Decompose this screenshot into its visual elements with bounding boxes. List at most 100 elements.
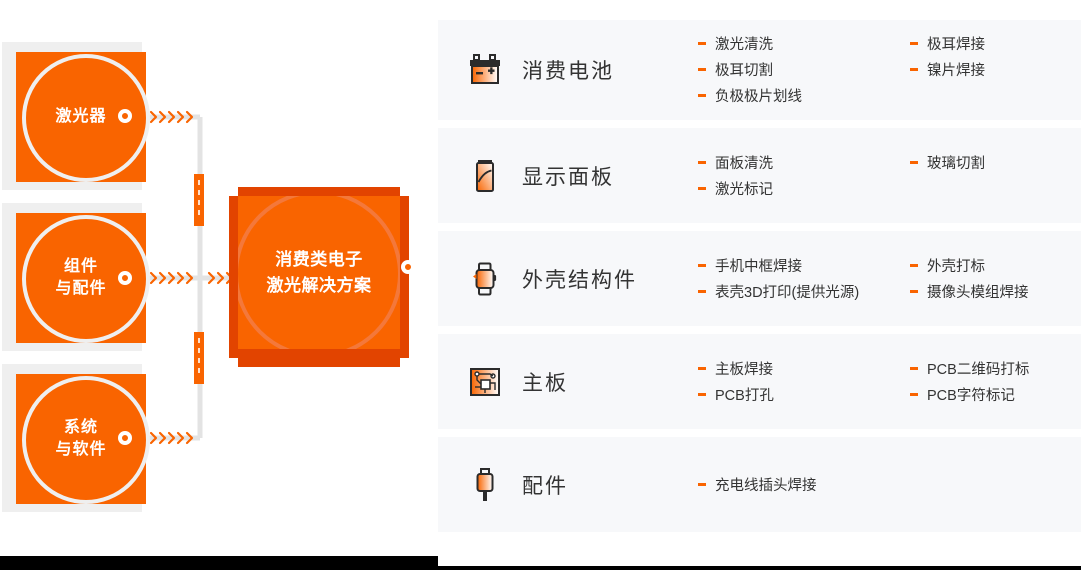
list-item-label: 面板清洗 (715, 155, 773, 172)
hub-circle-outline (238, 196, 400, 349)
list-item: PCB打孔 (698, 383, 910, 409)
bullet-dash-icon (910, 42, 918, 45)
smartwatch-icon (462, 256, 508, 302)
display-panel-icon (462, 153, 508, 199)
bullet-dash-icon (698, 160, 706, 164)
bullet-dash-icon (698, 289, 706, 293)
usb-plug-icon (462, 462, 508, 508)
list-item: 极耳切割 (698, 58, 910, 84)
hub-label: 消费类电子 激光解决方案 (266, 249, 372, 295)
list-item: PCB字符标记 (910, 383, 1081, 409)
bullet-dash-icon (910, 366, 918, 370)
bottom-bar (0, 566, 1081, 570)
list-item-label: 玻璃切割 (927, 155, 985, 172)
row-title: 配件 (522, 474, 568, 498)
row-column-2: PCB二维码打标 PCB字符标记 (910, 357, 1081, 409)
node-systems-label: 系统 与软件 (55, 419, 107, 458)
list-item: 激光清洗 (698, 32, 910, 58)
list-item-label: PCB字符标记 (927, 387, 1015, 404)
list-item-label: PCB打孔 (715, 387, 774, 404)
node-components-connector-dot (118, 271, 132, 285)
node-systems-connector-dot (118, 431, 132, 445)
bullet-dash-icon (698, 366, 706, 370)
list-item: 面板清洗 (698, 151, 910, 177)
list-item-label: 充电线插头焊接 (715, 477, 817, 494)
list-item: PCB二维码打标 (910, 357, 1081, 383)
node-laser-connector-dot (118, 109, 132, 123)
bullet-dash-icon (698, 263, 706, 267)
list-item-label: 摄像头模组焊接 (927, 284, 1029, 301)
list-item-label: 主板焊接 (715, 361, 773, 378)
list-item: 主板焊接 (698, 357, 910, 383)
row-consumer-battery[interactable]: 消费电池 激光清洗 极耳切割 负极极片划线 极耳焊接 镍片焊接 (438, 20, 1081, 120)
bullet-dash-icon (910, 289, 918, 293)
list-item-label: 极耳焊接 (927, 37, 985, 53)
list-item: 极耳焊接 (910, 32, 1081, 58)
row-items: 激光清洗 极耳切割 负极极片划线 极耳焊接 镍片焊接 (698, 30, 1081, 110)
row-display-panel[interactable]: 显示面板 面板清洗 激光标记 玻璃切割 (438, 128, 1081, 223)
battery-icon (462, 47, 508, 93)
bullet-dash-icon (698, 68, 706, 71)
row-title: 主板 (522, 371, 568, 395)
node-systems-ring (22, 376, 150, 504)
hub-connector-dot (401, 260, 415, 274)
row-items: 充电线插头焊接 (698, 471, 1081, 499)
list-item-label: 激光清洗 (715, 37, 773, 53)
row-accessories[interactable]: 配件 充电线插头焊接 (438, 437, 1081, 532)
list-item-label: 表壳3D打印(提供光源) (715, 284, 860, 301)
hub-square: 消费类电子 激光解决方案 (238, 196, 400, 349)
node-laser-ring (22, 54, 150, 182)
list-item-label: 负极极片划线 (715, 89, 802, 105)
list-item-label: 手机中框焊接 (715, 258, 802, 275)
row-housing-structural[interactable]: 外壳结构件 手机中框焊接 表壳3D打印(提供光源) 外壳打标 摄像头模组焊接 (438, 231, 1081, 326)
bullet-dash-icon (910, 160, 918, 164)
row-title: 消费电池 (522, 60, 614, 83)
node-components-label: 组件 与配件 (55, 258, 107, 297)
solution-diagram: 激光器 组件 与配件 系统 与软件 消费类电子 激光解决方案 (0, 0, 438, 570)
row-items: 主板焊接 PCB打孔 PCB二维码打标 PCB字符标记 (698, 355, 1081, 409)
list-item-label: 极耳切割 (715, 63, 773, 79)
list-item: 手机中框焊接 (698, 254, 910, 280)
list-item: 负极极片划线 (698, 84, 910, 110)
list-item-label: 外壳打标 (927, 258, 985, 275)
circuit-board-icon (462, 359, 508, 405)
row-column-1: 面板清洗 激光标记 (698, 151, 910, 203)
node-laser-label: 激光器 (55, 108, 107, 125)
bullet-dash-icon (698, 186, 706, 190)
row-column-1: 主板焊接 PCB打孔 (698, 357, 910, 409)
hub-node[interactable]: 消费类电子 激光解决方案 (229, 187, 415, 367)
list-item: 充电线插头焊接 (698, 473, 910, 499)
row-title: 显示面板 (522, 165, 614, 189)
list-item: 表壳3D打印(提供光源) (698, 280, 910, 306)
row-items: 手机中框焊接 表壳3D打印(提供光源) 外壳打标 摄像头模组焊接 (698, 252, 1081, 306)
node-components[interactable]: 组件 与配件 (2, 203, 150, 351)
bullet-dash-icon (910, 68, 918, 71)
node-laser[interactable]: 激光器 (2, 42, 150, 190)
row-column-2: 极耳焊接 镍片焊接 (910, 32, 1081, 84)
node-components-ring (22, 215, 150, 343)
list-item: 镍片焊接 (910, 58, 1081, 84)
bullet-dash-icon (698, 94, 706, 97)
list-item-label: 镍片焊接 (927, 63, 985, 79)
list-item: 玻璃切割 (910, 151, 1081, 177)
list-item: 摄像头模组焊接 (910, 280, 1081, 306)
list-item-label: PCB二维码打标 (927, 361, 1030, 378)
row-column-1: 充电线插头焊接 (698, 473, 910, 499)
row-column-2: 外壳打标 摄像头模组焊接 (910, 254, 1081, 306)
row-column-1: 激光清洗 极耳切割 负极极片划线 (698, 32, 910, 110)
node-systems[interactable]: 系统 与软件 (2, 364, 150, 512)
list-item: 激光标记 (698, 177, 910, 203)
row-column-1: 手机中框焊接 表壳3D打印(提供光源) (698, 254, 910, 306)
list-item: 外壳打标 (910, 254, 1081, 280)
bullet-dash-icon (698, 482, 706, 486)
bullet-dash-icon (698, 42, 706, 45)
bullet-dash-icon (698, 392, 706, 396)
application-list-panel: 消费电池 激光清洗 极耳切割 负极极片划线 极耳焊接 镍片焊接 (438, 0, 1081, 570)
row-items: 面板清洗 激光标记 玻璃切割 (698, 149, 1081, 203)
bullet-dash-icon (910, 392, 918, 396)
node-systems-inner: 系统 与软件 (16, 374, 150, 504)
bullet-dash-icon (910, 263, 918, 267)
row-mainboard[interactable]: 主板 主板焊接 PCB打孔 PCB二维码打标 PCB字符标记 (438, 334, 1081, 429)
row-title: 外壳结构件 (522, 268, 637, 292)
